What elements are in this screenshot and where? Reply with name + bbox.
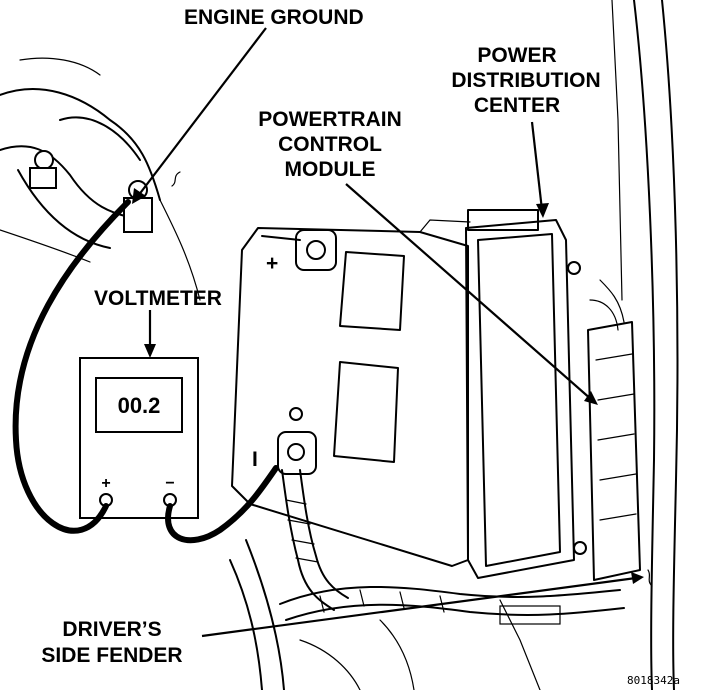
battery-negative-post (277, 407, 317, 475)
label-pcm-line1: POWERTRAIN (258, 108, 402, 131)
label-pdc-line1: POWER (477, 44, 556, 67)
voltmeter-reading: 00.2 (118, 393, 161, 418)
voltmeter-negative-terminal: − (165, 475, 174, 492)
voltmeter-positive-terminal: + (101, 475, 110, 492)
label-voltmeter: VOLTMETER (94, 287, 222, 310)
negative-test-lead (165, 465, 279, 544)
label-pcm-line2: CONTROL (278, 133, 382, 156)
label-pdc-line2: DISTRIBUTION (451, 69, 600, 92)
battery-positive-post (261, 229, 337, 271)
label-fender-line1: DRIVER’S (62, 618, 161, 641)
label-pcm-line3: MODULE (285, 158, 376, 181)
voltmeter (79, 357, 199, 519)
battery-positive-mark: + (266, 252, 278, 275)
engine-block (0, 57, 201, 301)
power-distribution-center (465, 209, 641, 581)
battery-negative-mark: I (252, 448, 258, 471)
powertrain-control-module (231, 219, 471, 567)
wiring-harness (229, 539, 625, 690)
figure-code: 8018342a (627, 674, 680, 687)
label-fender-line2: SIDE FENDER (41, 644, 182, 667)
label-engine-ground: ENGINE GROUND (184, 6, 364, 29)
side-fender (611, 0, 679, 690)
leader-lines (132, 27, 653, 638)
positive-test-lead (12, 199, 131, 534)
label-pdc-line3: CENTER (474, 94, 560, 117)
